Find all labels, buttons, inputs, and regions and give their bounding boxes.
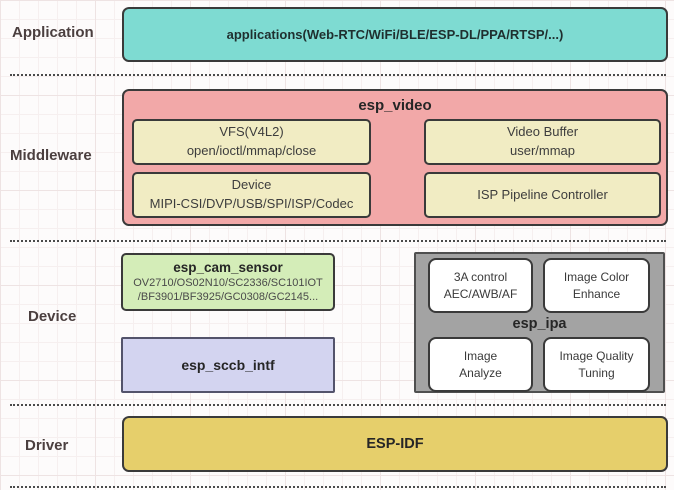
applications-box: applications(Web-RTC/WiFi/BLE/ESP-DL/PPA…	[122, 7, 668, 62]
esp-ipa-panel-title: esp_ipa	[512, 316, 567, 332]
layer-label-driver: Driver	[25, 437, 69, 454]
ipa-module-3a-control: 3A control AEC/AWB/AF	[428, 258, 533, 313]
module-video-buffer-line1: Video Buffer	[506, 124, 579, 140]
section-separator-middleware-device	[10, 240, 666, 242]
esp-video-panel-title: esp_video	[358, 97, 432, 114]
ipa-3a-line2: AEC/AWB/AF	[443, 286, 518, 301]
section-separator-bottom	[10, 486, 666, 488]
esp-cam-sensor-models-line1: OV2710/OS02N10/SC2336/SC101IOT	[133, 276, 323, 289]
ipa-module-image-analyze: Image Analyze	[428, 337, 533, 392]
ipa-quality-line2: Tuning	[578, 365, 615, 380]
module-device-interfaces: Device MIPI-CSI/DVP/USB/SPI/ISP/Codec	[132, 172, 371, 218]
module-isp-line1: ISP Pipeline Controller	[477, 186, 608, 202]
module-video-buffer: Video Buffer user/mmap	[424, 119, 661, 165]
esp-cam-sensor-box: esp_cam_sensor OV2710/OS02N10/SC2336/SC1…	[121, 253, 335, 311]
ipa-module-image-quality-tuning: Image Quality Tuning	[543, 337, 650, 392]
ipa-quality-line1: Image Quality	[559, 348, 634, 363]
esp-cam-sensor-models-line2: /BF3901/BF3925/GC0308/GC2145...	[137, 291, 319, 303]
ipa-analyze-line2: Analyze	[459, 365, 502, 380]
esp-video-panel: esp_video VFS(V4L2) open/ioctl/mmap/clos…	[122, 89, 668, 226]
ipa-3a-line1: 3A control	[453, 269, 508, 284]
esp-sccb-intf-box: esp_sccb_intf	[121, 337, 335, 393]
ipa-color-line1: Image Color	[563, 269, 630, 284]
layer-label-middleware: Middleware	[10, 147, 92, 164]
layer-label-application: Application	[12, 24, 94, 41]
layer-label-device: Device	[28, 308, 77, 325]
section-separator-application-middleware	[10, 74, 666, 76]
module-vfs-line2: open/ioctl/mmap/close	[186, 143, 317, 158]
ipa-module-image-color-enhance: Image Color Enhance	[543, 258, 650, 313]
module-video-buffer-line2: user/mmap	[509, 143, 576, 158]
module-vfs-line1: VFS(V4L2)	[219, 124, 284, 140]
module-device-line1: Device	[231, 177, 272, 193]
esp-ipa-panel: 3A control AEC/AWB/AF Image Color Enhanc…	[414, 252, 665, 393]
module-device-line2: MIPI-CSI/DVP/USB/SPI/ISP/Codec	[149, 196, 354, 211]
esp-idf-box: ESP-IDF	[122, 416, 668, 472]
ipa-color-line2: Enhance	[572, 286, 621, 301]
esp-cam-sensor-title: esp_cam_sensor	[173, 259, 283, 275]
section-separator-device-driver	[10, 404, 666, 406]
module-vfs-v4l2: VFS(V4L2) open/ioctl/mmap/close	[132, 119, 371, 165]
module-isp-pipeline-controller: ISP Pipeline Controller	[424, 172, 661, 218]
ipa-analyze-line1: Image	[463, 348, 498, 363]
